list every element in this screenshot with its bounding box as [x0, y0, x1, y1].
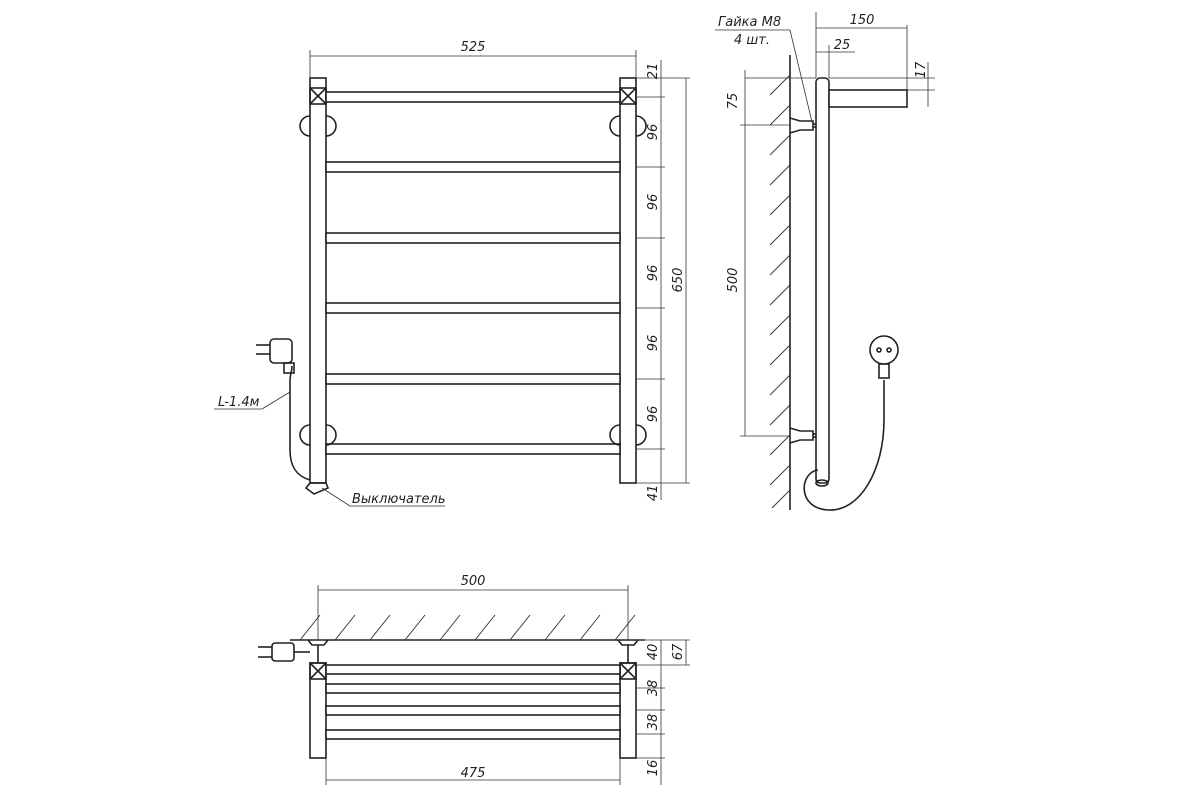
switch-icon — [304, 482, 330, 495]
front-view: 525 21 96 96 96 96 96 41 650 L-1.4м Выкл… — [214, 40, 690, 507]
dim-bar-length: 475 — [461, 766, 486, 781]
dim-offset: 25 — [834, 38, 851, 53]
dim-spacing-5: 96 — [646, 406, 661, 423]
dim-total-depth: 67 — [671, 643, 686, 660]
nut-qty-label: 4 шт. — [734, 33, 770, 48]
plug-icon — [256, 338, 295, 374]
side-plug-icon — [869, 335, 899, 379]
dim-spacing-4: 96 — [646, 335, 661, 352]
dim-spacing-2: 96 — [646, 194, 661, 211]
nut-label: Гайка М8 — [718, 15, 781, 30]
dim-mount-width: 500 — [461, 574, 486, 589]
top-plug-icon — [258, 642, 310, 662]
dim-tube: 17 — [914, 61, 929, 78]
dim-top-offset: 75 — [726, 93, 741, 110]
dim-spacing-1: 96 — [646, 124, 661, 141]
cap-x-icon — [309, 87, 637, 105]
cable-label: L-1.4м — [218, 395, 260, 410]
switch-label: Выключатель — [352, 492, 445, 507]
dim-rung-spacing-2: 38 — [646, 714, 661, 731]
top-view: 500 475 40 67 38 38 16 — [258, 574, 690, 785]
dim-mount-height: 500 — [726, 268, 741, 293]
left-post — [309, 77, 327, 484]
dim-depth: 150 — [850, 13, 875, 28]
dim-bottom: 41 — [646, 485, 661, 502]
wall-mount-icon — [299, 115, 647, 446]
side-view: 150 25 17 75 500 Гайка М8 4 шт. — [715, 12, 935, 511]
dim-rung-spacing-1: 38 — [646, 680, 661, 697]
cable-line — [289, 365, 311, 481]
dim-spacing-3: 96 — [646, 265, 661, 282]
top-wall-hatch — [299, 614, 636, 641]
right-post — [619, 77, 637, 484]
dim-top-bottom: 16 — [646, 760, 661, 777]
dim-height: 650 — [671, 268, 686, 293]
dim-wall-gap: 40 — [646, 644, 661, 661]
dim-width: 525 — [461, 40, 486, 55]
wall-hatch — [769, 74, 791, 509]
rungs — [325, 91, 621, 455]
dim-top-gap: 21 — [646, 63, 661, 80]
